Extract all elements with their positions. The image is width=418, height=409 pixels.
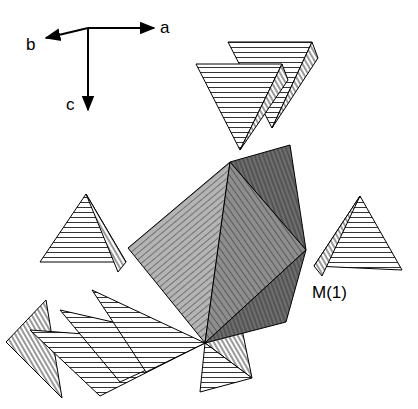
axis-label: b [26, 36, 35, 53]
axis-label: c [66, 96, 75, 113]
axis-label: a [160, 19, 169, 36]
site-label: M(1) [312, 284, 347, 301]
